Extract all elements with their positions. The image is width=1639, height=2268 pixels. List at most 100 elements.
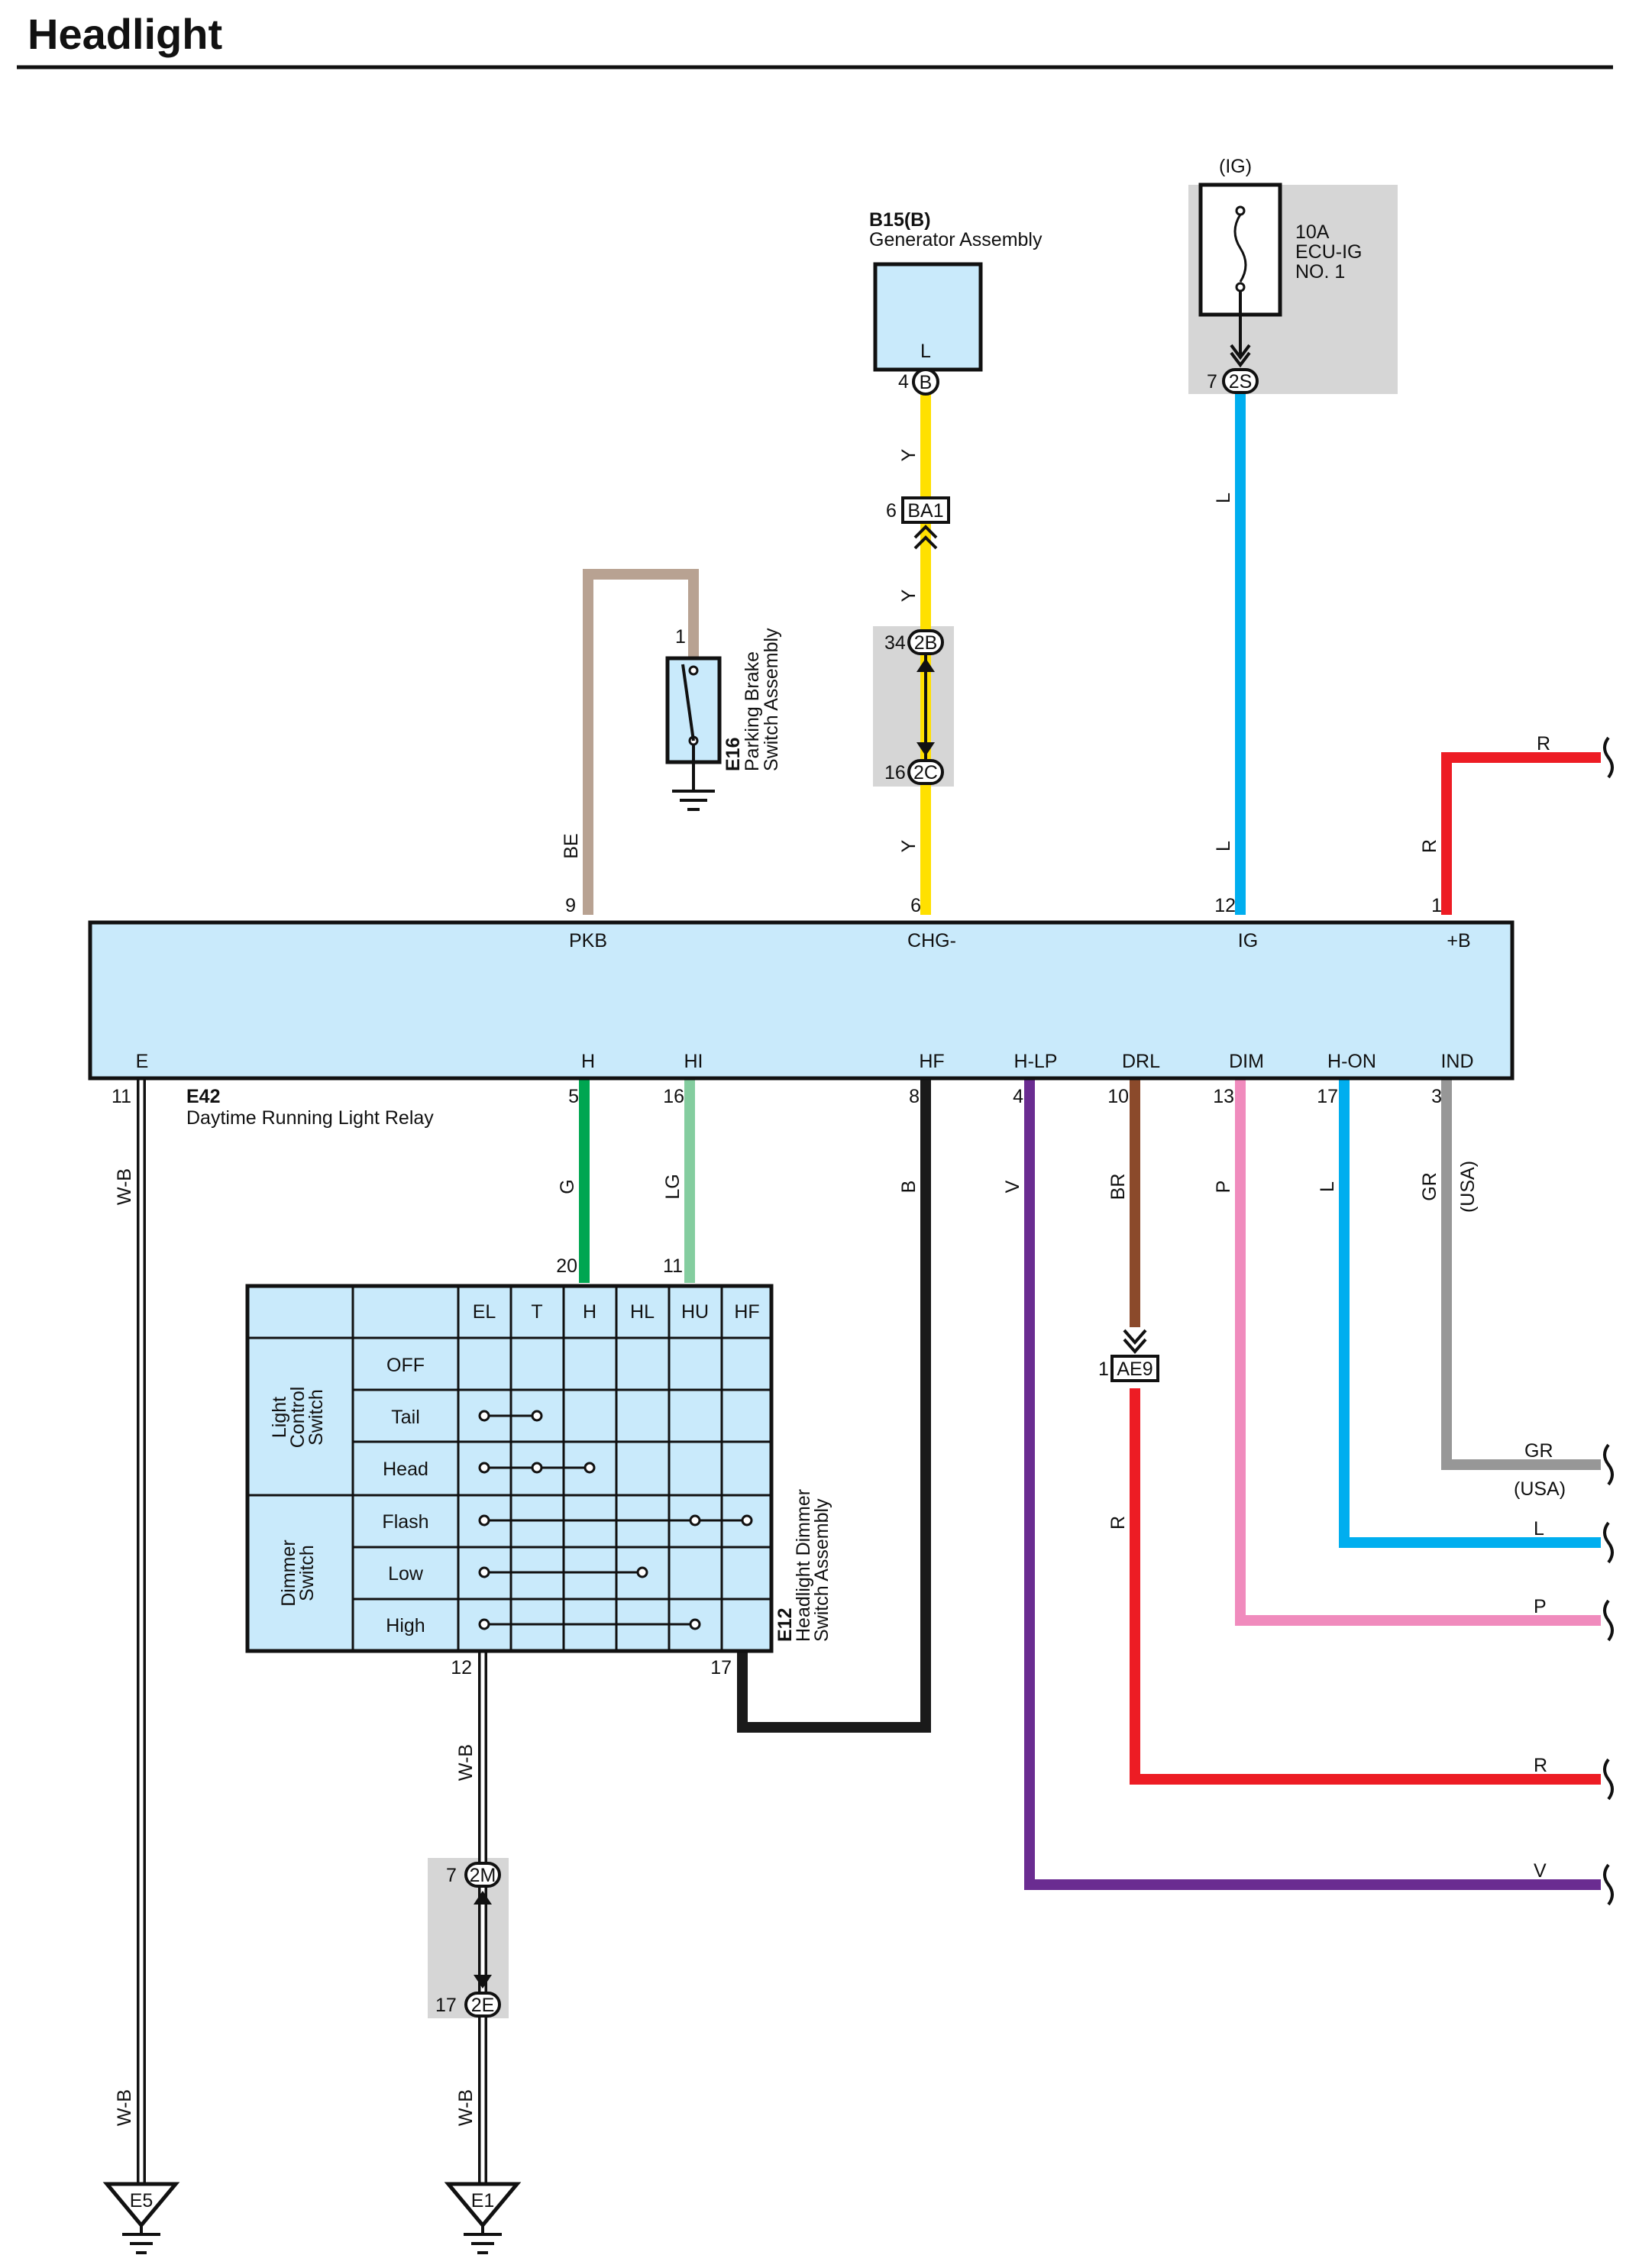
pin-7: 7 [1207,371,1217,393]
pin-34: 34 [884,632,906,654]
relay-pin-6: 6 [910,895,921,916]
switch-name-line2: Switch Assembly [811,1498,832,1642]
group-light-line2: Control [287,1387,309,1449]
page-title: Headlight [27,10,222,58]
fuse-name-line1: ECU-IG [1295,241,1363,263]
ground-e1-icon [444,2182,522,2228]
relay-pin-9: 9 [565,895,576,916]
group-light-line3: Switch [305,1389,327,1446]
switch-col-t: T [531,1301,542,1323]
group-dimmer-line1: Dimmer [278,1539,299,1607]
wire-label-g: G [557,1179,578,1194]
switch-row-flash: Flash [382,1511,428,1533]
switch-row-high: High [386,1615,425,1636]
switch-pin-17: 17 [710,1657,732,1678]
generator-id: B15(B) [869,209,931,231]
wire-label-r-plusb: R [1419,839,1440,853]
wire-label-usa: (USA) [1457,1161,1479,1213]
switch-pin-12: 12 [451,1657,472,1678]
relay-pin-12: 12 [1214,895,1236,916]
fuse-name-line2: NO. 1 [1295,261,1345,283]
relay-pin-11: 11 [112,1086,131,1107]
generator-name: Generator Assembly [869,229,1043,250]
relay-terminal-hlp: H-LP [1014,1051,1058,1072]
out-label-v: V [1534,1860,1547,1882]
wire-label-wb-switch2: W-B [455,2089,477,2126]
fuse-group-label: (IG) [1219,156,1252,177]
connector-2b [907,629,944,655]
group-dimmer-line2: Switch [296,1545,318,1601]
svg-text:2M: 2M [470,1865,496,1886]
relay-pin-16: 16 [663,1086,684,1107]
relay-terminal-hf: HF [919,1051,944,1072]
switch-id: E12 [774,1608,796,1642]
relay-terminal-drl: DRL [1122,1051,1160,1072]
relay-pin-13: 13 [1213,1086,1234,1107]
wire-label-br: BR [1107,1174,1129,1200]
connector-b [912,368,939,396]
svg-text:2B: 2B [914,632,938,654]
wire-label-gr: GR [1419,1172,1440,1201]
fuse-icon [1233,214,1247,283]
connector-arrow-icon [1230,344,1251,360]
svg-text:AE9: AE9 [1117,1359,1152,1380]
relay-terminal-plusb: +B [1447,930,1470,951]
wire-l-hon [1339,1074,1601,1548]
relay-terminal-hi: HI [684,1051,703,1072]
parking-brake-name-line2: Switch Assembly [761,628,782,771]
switch-grid-lines [247,1286,771,1651]
wire-be [583,569,699,915]
ae9-arrow-icon [1123,1329,1147,1355]
wire-label-v: V [1002,1180,1023,1193]
switch-col-hl: HL [630,1301,655,1323]
wire-r-plusb [1441,752,1601,915]
relay-terminal-ig: IG [1238,930,1258,951]
switch-row-low: Low [388,1563,424,1585]
pin-7-2m: 7 [446,1865,457,1886]
group-light-line1: Light [269,1397,290,1438]
wire-p [1235,1074,1601,1626]
relay-pin-17: 17 [1317,1086,1338,1107]
wire-r-ae9 [1130,1388,1601,1785]
parking-brake-name-line1: Parking Brake [742,651,763,771]
relay-terminal-pkb: PKB [569,930,607,951]
connector-2e [464,1992,501,2018]
switch-contact-icon [681,664,695,741]
wire-label-wb-switch: W-B [455,1744,477,1781]
relay-terminal-e: E [136,1051,149,1072]
wire-label-be: BE [561,833,582,858]
relay-pin-3: 3 [1431,1086,1442,1107]
connector-2s [1222,368,1259,394]
relay-terminal-hon: H-ON [1327,1051,1376,1072]
ba1-arrow-icon [913,525,938,550]
switch-pin-20: 20 [556,1255,577,1277]
switch-col-hu: HU [681,1301,709,1323]
wire-label-l-top: L [1213,493,1234,503]
svg-text:2S: 2S [1229,371,1253,393]
out-label-p: P [1534,1596,1547,1617]
connector-2m [464,1862,501,1888]
wire-gr [1441,1074,1601,1470]
pin-16: 16 [884,762,906,783]
switch-row-off: OFF [386,1355,425,1376]
out-label-r-top: R [1537,733,1550,754]
relay-terminal-chg: CHG- [907,930,956,951]
pin-6: 6 [886,500,897,522]
switch-col-el: EL [473,1301,496,1323]
relay-id: E42 [186,1086,220,1107]
ground-e5-icon [102,2182,180,2228]
wire-label-lg: LG [662,1174,684,1199]
svg-text:BA1: BA1 [907,500,943,522]
generator-terminal: L [920,341,931,362]
svg-text:2C: 2C [913,762,938,783]
out-label-usa: (USA) [1514,1478,1566,1500]
generator-box [873,262,983,372]
ground-icon-parking [672,790,715,811]
wire-label-r-ae9: R [1107,1516,1129,1530]
switch-col-hf: HF [734,1301,759,1323]
out-label-gr: GR [1524,1440,1553,1462]
wire-label-wb-left: W-B [114,1168,135,1205]
relay-terminal-ind: IND [1440,1051,1473,1072]
out-label-r: R [1534,1755,1547,1776]
wire-label-p: P [1213,1181,1234,1194]
